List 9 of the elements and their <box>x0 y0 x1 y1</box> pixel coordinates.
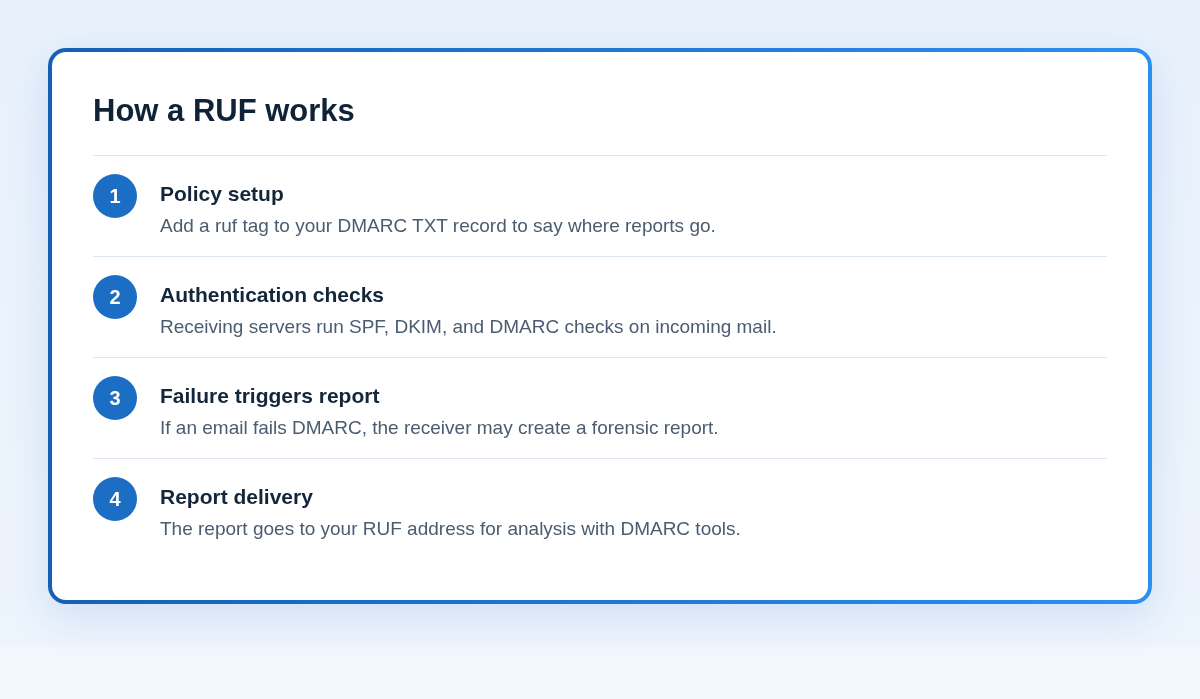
step-description: The report goes to your RUF address for analysis with DMARC tools. <box>160 517 741 541</box>
step-heading: Policy setup <box>160 181 285 207</box>
step-heading: Report delivery <box>160 484 314 510</box>
step-heading: Authentication checks <box>160 282 386 308</box>
step-description: Receiving servers run SPF, DKIM, and DMARC checks on incoming mail. <box>160 315 777 339</box>
card-title: How a RUF works <box>93 93 355 129</box>
step-description: Add a ruf tag to your DMARC TXT record to say where reports go. <box>160 214 716 238</box>
step-heading: Failure triggers report <box>160 383 381 409</box>
step-description: If an email fails DMARC, the receiver may create a forensic report. <box>160 416 719 440</box>
